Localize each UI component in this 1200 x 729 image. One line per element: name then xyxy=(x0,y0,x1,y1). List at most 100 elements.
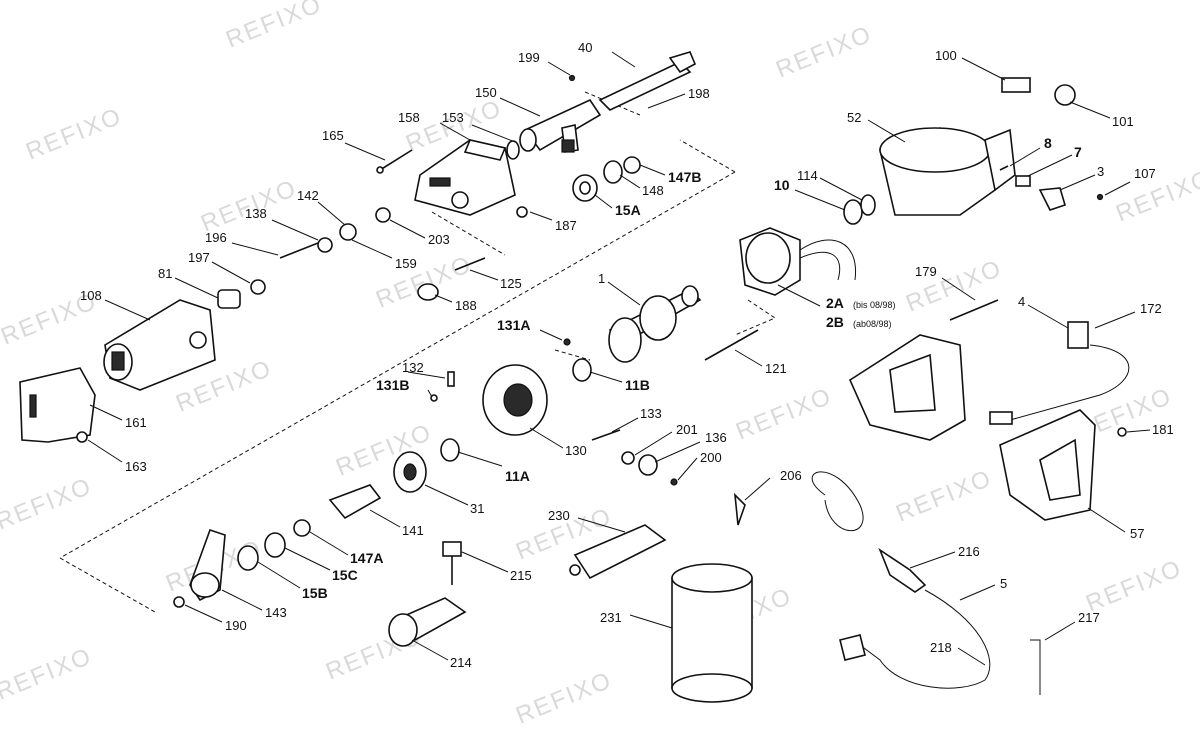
label-31: 31 xyxy=(470,501,484,516)
part-201-washer xyxy=(621,451,635,465)
part-172-cable xyxy=(1009,344,1130,421)
part-217-key xyxy=(1030,639,1041,695)
watermark: REFIXO xyxy=(512,667,616,729)
watermark: REFIXO xyxy=(22,103,126,166)
part-230-cap xyxy=(569,564,581,576)
label-4: 4 xyxy=(1018,294,1025,309)
part-206-terminal xyxy=(733,492,746,526)
part-187-screw xyxy=(516,206,528,218)
guide-line xyxy=(59,171,736,559)
part-52-motor-housing xyxy=(879,127,1016,216)
label-158: 158 xyxy=(398,110,420,125)
watermark: REFIXO xyxy=(0,643,96,706)
part-153-seal xyxy=(519,128,537,152)
part-100-contact xyxy=(1001,77,1031,93)
part-121-screw xyxy=(704,329,759,361)
part-15C-bearing xyxy=(264,532,286,558)
label-8: 8 xyxy=(1044,135,1052,151)
part-215-clip xyxy=(442,541,462,557)
label-217: 217 xyxy=(1078,610,1100,625)
label-5: 5 xyxy=(1000,576,1007,591)
part-172-connector xyxy=(989,411,1013,425)
guide-line xyxy=(59,557,156,613)
part-108-front-housing xyxy=(103,299,216,391)
label-100: 100 xyxy=(935,48,957,63)
part-1-armature xyxy=(608,285,702,363)
part-130-bearing-plate xyxy=(482,364,548,436)
guide-line xyxy=(431,211,506,256)
label-10: 10 xyxy=(774,177,790,193)
label-197: 197 xyxy=(188,250,210,265)
watermark: REFIXO xyxy=(732,383,836,446)
part-190-screw xyxy=(173,596,185,608)
watermark: REFIXO xyxy=(772,21,876,84)
label-15A: 15A xyxy=(615,202,641,218)
part-11B-bearing xyxy=(572,358,592,382)
part-107-screw xyxy=(1096,193,1104,201)
label-125: 125 xyxy=(500,276,522,291)
label-40: 40 xyxy=(578,40,592,55)
part-163-screw xyxy=(76,431,88,443)
label-216: 216 xyxy=(958,544,980,559)
part-40-plunger-shaft xyxy=(598,51,697,111)
part-131B-screw xyxy=(430,394,438,402)
label-121: 121 xyxy=(765,361,787,376)
label-148: 148 xyxy=(642,183,664,198)
label-101: 101 xyxy=(1112,114,1134,129)
label-230: 230 xyxy=(548,508,570,523)
label-187: 187 xyxy=(555,218,577,233)
guide-line xyxy=(554,349,591,361)
part-138-bushing xyxy=(317,237,333,253)
label-206: 206 xyxy=(780,468,802,483)
part-214-sleeve-end xyxy=(388,613,418,647)
label-15B: 15B xyxy=(302,585,328,601)
part-136-bearing xyxy=(638,454,658,476)
part-147A-circlip xyxy=(293,519,311,537)
part-15A-bearing-bore xyxy=(579,181,591,195)
label-190: 190 xyxy=(225,618,247,633)
part-31-gear-hub xyxy=(403,463,417,481)
part-114-ring xyxy=(860,194,876,216)
label-131A: 131A xyxy=(497,317,530,333)
part-133-shaft xyxy=(591,429,621,441)
part-165-screw xyxy=(379,149,413,171)
label-52: 52 xyxy=(847,110,861,125)
label-11B: 11B xyxy=(625,377,650,393)
label-7: 7 xyxy=(1074,144,1082,160)
guide-line xyxy=(734,299,777,336)
label-153: 153 xyxy=(442,110,464,125)
label-163: 163 xyxy=(125,459,147,474)
part-8-pin xyxy=(999,165,1009,171)
label-2A-note: (bis 08/98) xyxy=(853,300,896,310)
part-132-key xyxy=(447,371,455,387)
watermark: REFIXO xyxy=(892,465,996,528)
part-81-bearing xyxy=(217,289,241,309)
label-198: 198 xyxy=(688,86,710,101)
part-141-spindle xyxy=(328,484,382,520)
label-181: 181 xyxy=(1152,422,1174,437)
label-142: 142 xyxy=(297,188,319,203)
label-201: 201 xyxy=(676,422,698,437)
label-3: 3 xyxy=(1097,164,1104,179)
label-114: 114 xyxy=(797,168,818,183)
label-231: 231 xyxy=(600,610,622,625)
label-132: 132 xyxy=(402,360,424,375)
part-4-switch xyxy=(1067,321,1089,349)
part-199-pin xyxy=(568,74,576,82)
part-153-ring xyxy=(506,140,520,160)
label-196: 196 xyxy=(205,230,227,245)
part-3-brush-holder xyxy=(1038,187,1066,211)
leader-lines xyxy=(87,51,1151,666)
watermark: REFIXO xyxy=(222,0,326,54)
label-147A: 147A xyxy=(350,550,383,566)
label-141: 141 xyxy=(402,523,424,538)
label-138: 138 xyxy=(245,206,267,221)
label-179: 179 xyxy=(915,264,937,279)
label-57: 57 xyxy=(1130,526,1144,541)
part-158-gear-housing xyxy=(414,139,516,216)
label-15C: 15C xyxy=(332,567,358,583)
label-2B: 2B xyxy=(826,314,844,330)
label-130: 130 xyxy=(565,443,587,458)
label-215: 215 xyxy=(510,568,532,583)
